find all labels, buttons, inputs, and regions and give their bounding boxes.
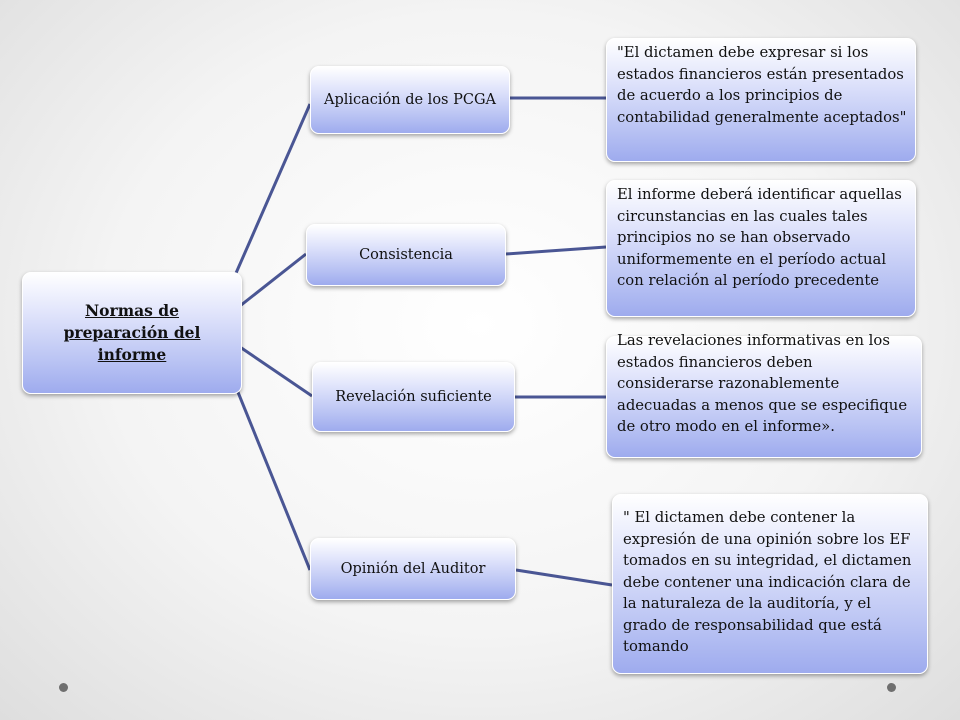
branch-node-label: Aplicación de los PCGA	[323, 92, 497, 108]
slide-corner-dot-right	[887, 683, 896, 692]
detail-node-opinion: " El dictamen debe contener la expresión…	[612, 494, 928, 674]
detail-node-text: Las revelaciones informativas en los est…	[617, 332, 908, 435]
branch-node-revelacion: Revelación suficiente	[312, 362, 515, 432]
branch-node-label: Consistencia	[359, 247, 453, 263]
root-node: Normas de preparación del informe	[22, 272, 242, 394]
detail-node-text: " El dictamen debe contener la expresión…	[623, 509, 912, 655]
branch-node-pcga: Aplicación de los PCGA	[310, 66, 510, 134]
branch-node-opinion: Opinión del Auditor	[310, 538, 516, 600]
branch-node-label: Opinión del Auditor	[340, 561, 486, 577]
connector-branch-4-detail	[515, 568, 613, 587]
detail-node-text: "El dictamen debe expresar si los estado…	[617, 44, 907, 126]
root-node-label: Normas de preparación del informe	[63, 301, 201, 364]
connector-branch-2-detail	[505, 245, 607, 256]
detail-node-consistencia: El informe deberá identificar aquellas c…	[606, 180, 916, 317]
detail-node-text: El informe deberá identificar aquellas c…	[617, 186, 902, 289]
branch-node-consistencia: Consistencia	[306, 224, 506, 286]
branch-node-label: Revelación suficiente	[335, 389, 492, 405]
slide-corner-dot-left	[59, 683, 68, 692]
detail-node-revelacion: Las revelaciones informativas en los est…	[606, 332, 922, 458]
detail-node-pcga: "El dictamen debe expresar si los estado…	[606, 38, 916, 162]
